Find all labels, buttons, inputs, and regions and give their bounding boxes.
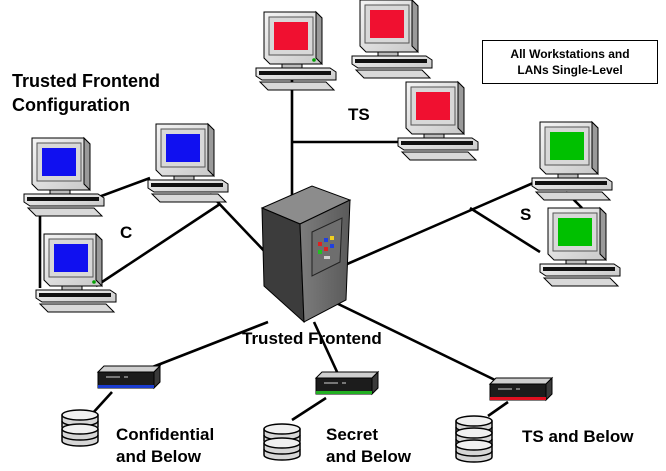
network-links <box>38 80 583 422</box>
screen-confidential <box>54 244 88 272</box>
screen-top-secret <box>274 22 308 50</box>
lan-label-c: C <box>120 223 133 242</box>
workstation-c-2 <box>147 123 229 203</box>
workstation-c-1 <box>23 137 105 217</box>
disk-stack-ts <box>455 415 493 463</box>
link-ts-router <box>329 298 496 382</box>
screen-secret <box>558 218 592 246</box>
disk-stack-secret <box>263 423 301 461</box>
link-c-ws1-ws2 <box>95 176 151 200</box>
screen-secret <box>550 132 584 160</box>
server-label: Trusted Frontend <box>242 329 382 348</box>
link-s-to-frontend <box>337 178 541 270</box>
diagram-title-line1: Trusted Frontend <box>12 71 160 91</box>
disk-stack-confidential <box>61 409 99 447</box>
lan-label-s: S <box>520 205 532 224</box>
network-device-ts <box>489 377 553 401</box>
diagram-title-line2: Configuration <box>12 95 130 115</box>
screen-top-secret <box>370 10 404 38</box>
link-confidential-router <box>149 320 269 370</box>
screen-top-secret <box>416 92 450 120</box>
link-s-ws2 <box>469 206 541 254</box>
storage-label-secret-line1: Secret <box>326 425 378 444</box>
storage-label-ts: TS and Below <box>522 427 634 446</box>
storage-label-confidential-line2: and Below <box>116 447 202 466</box>
link-secret-disk <box>291 396 327 422</box>
link-c-ws3-hub <box>95 202 221 288</box>
legend-box: All Workstations and LANs Single-Level <box>482 40 658 84</box>
link-ts-disk <box>487 400 509 418</box>
workstation-ts-1 <box>255 11 337 91</box>
lan-label-ts: TS <box>348 105 370 124</box>
workstation-ts-2 <box>351 0 433 79</box>
workstation-ts-3 <box>397 81 479 161</box>
legend-line2: LANs Single-Level <box>517 63 623 77</box>
server-tower-icon <box>260 185 352 324</box>
workstation-c-3 <box>35 233 117 313</box>
storage-label-secret-line2: and Below <box>326 447 412 466</box>
workstation-s-1 <box>531 121 613 201</box>
link-confidential-disk <box>91 391 113 415</box>
link-c-to-frontend <box>209 193 269 256</box>
screen-confidential <box>166 134 200 162</box>
legend-line1: All Workstations and <box>510 47 630 61</box>
network-device-secret <box>315 371 379 395</box>
workstation-s-2 <box>539 207 621 287</box>
network-device-confidential <box>97 365 161 389</box>
link-secret-router <box>312 321 340 375</box>
storage-label-confidential-line1: Confidential <box>116 425 215 444</box>
screen-confidential <box>42 148 76 176</box>
